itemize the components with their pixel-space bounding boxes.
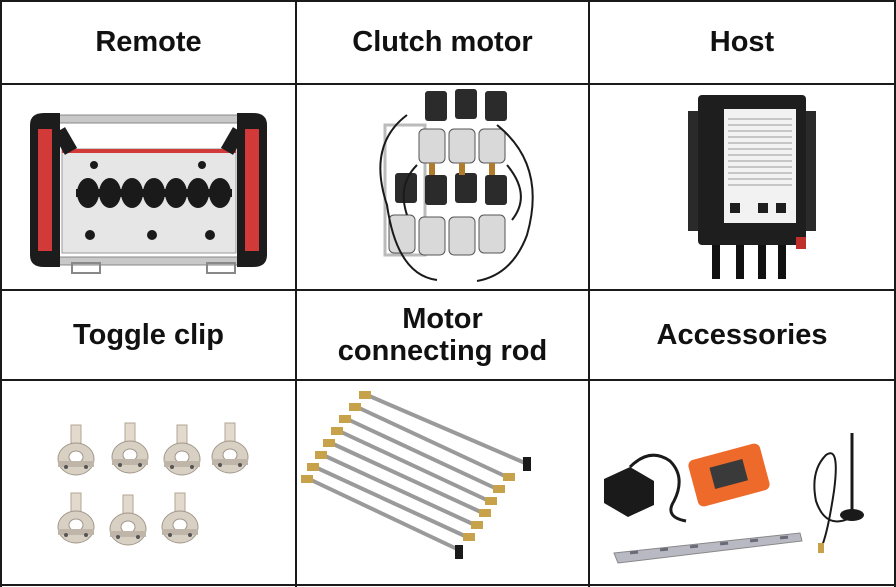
header-host: Host [590,2,894,83]
accessories-illustration [604,433,864,564]
clutch-motor-image [297,85,588,289]
header-clutch-motor: Clutch motor [297,2,588,83]
host-illustration [688,95,816,279]
header-host-text: Host [709,26,775,59]
host-image [590,85,894,289]
power-adapter [604,453,687,523]
header-motor-rod: Motor connecting rod [297,291,588,379]
grid-line [0,0,896,2]
grid-line [0,83,896,85]
grid-line [0,289,896,291]
grid-line [0,584,896,586]
header-remote: Remote [2,2,295,83]
toggle-clip-illustration [57,422,249,546]
header-clutch-motor-text: Clutch motor [352,26,533,59]
clutch-motor-illustration [379,89,534,282]
grid-line [0,0,2,587]
header-toggle-clip: Toggle clip [2,291,295,379]
grid-line [295,0,297,587]
motor-rod-illustration [301,391,531,559]
grid-line [588,0,590,587]
header-accessories: Accessories [590,291,894,379]
header-remote-text: Remote [95,26,202,59]
grid-line [0,379,896,381]
header-motor-rod-line2: connecting rod [337,335,548,367]
antenna [813,433,864,553]
motor-rod-image [297,381,588,584]
mounting-bracket [613,532,803,564]
remote-image [2,85,295,289]
grid-line [894,0,896,587]
header-toggle-clip-text: Toggle clip [73,318,224,351]
accessories-image [590,381,894,584]
remote-case [688,443,770,507]
header-motor-rod-line1: Motor [402,302,483,335]
remote-illustration [30,113,267,274]
header-accessories-text: Accessories [656,318,828,351]
toggle-clip-image [2,381,295,584]
